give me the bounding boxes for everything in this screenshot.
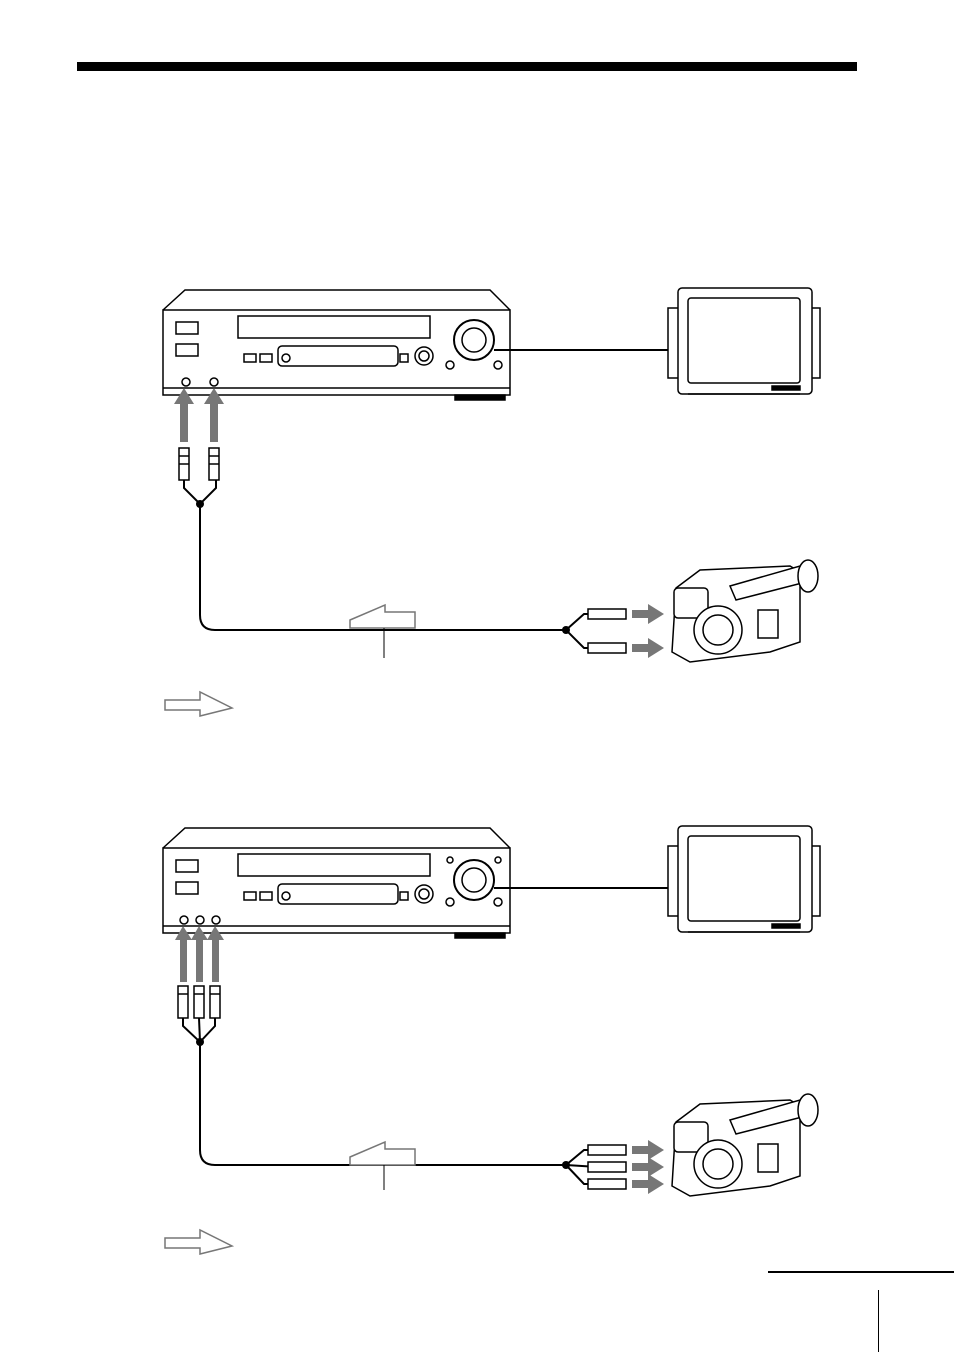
footer-divider: [878, 1290, 879, 1352]
tv-icon: [668, 826, 820, 932]
flow-arrow-icon: [174, 388, 224, 442]
flow-arrow-icon: [175, 926, 224, 982]
camcorder-icon: [672, 560, 818, 662]
flow-arrow-icon: [632, 604, 664, 658]
rca-plug-icon: [179, 448, 219, 480]
header-rule: [77, 62, 857, 71]
connection-diagram-stereo: [0, 810, 954, 1260]
tv-icon: [668, 288, 820, 394]
vcr-icon: [163, 290, 510, 400]
camcorder-icon: [672, 1094, 818, 1196]
rca-plug-icon: [588, 609, 626, 653]
connection-diagram-mono: [0, 270, 954, 720]
flow-arrow-icon: [632, 1140, 664, 1194]
rca-plug-icon: [178, 986, 220, 1018]
footer-rule: [768, 1271, 954, 1273]
vcr-icon: [163, 828, 510, 938]
rca-plug-icon: [588, 1145, 626, 1189]
